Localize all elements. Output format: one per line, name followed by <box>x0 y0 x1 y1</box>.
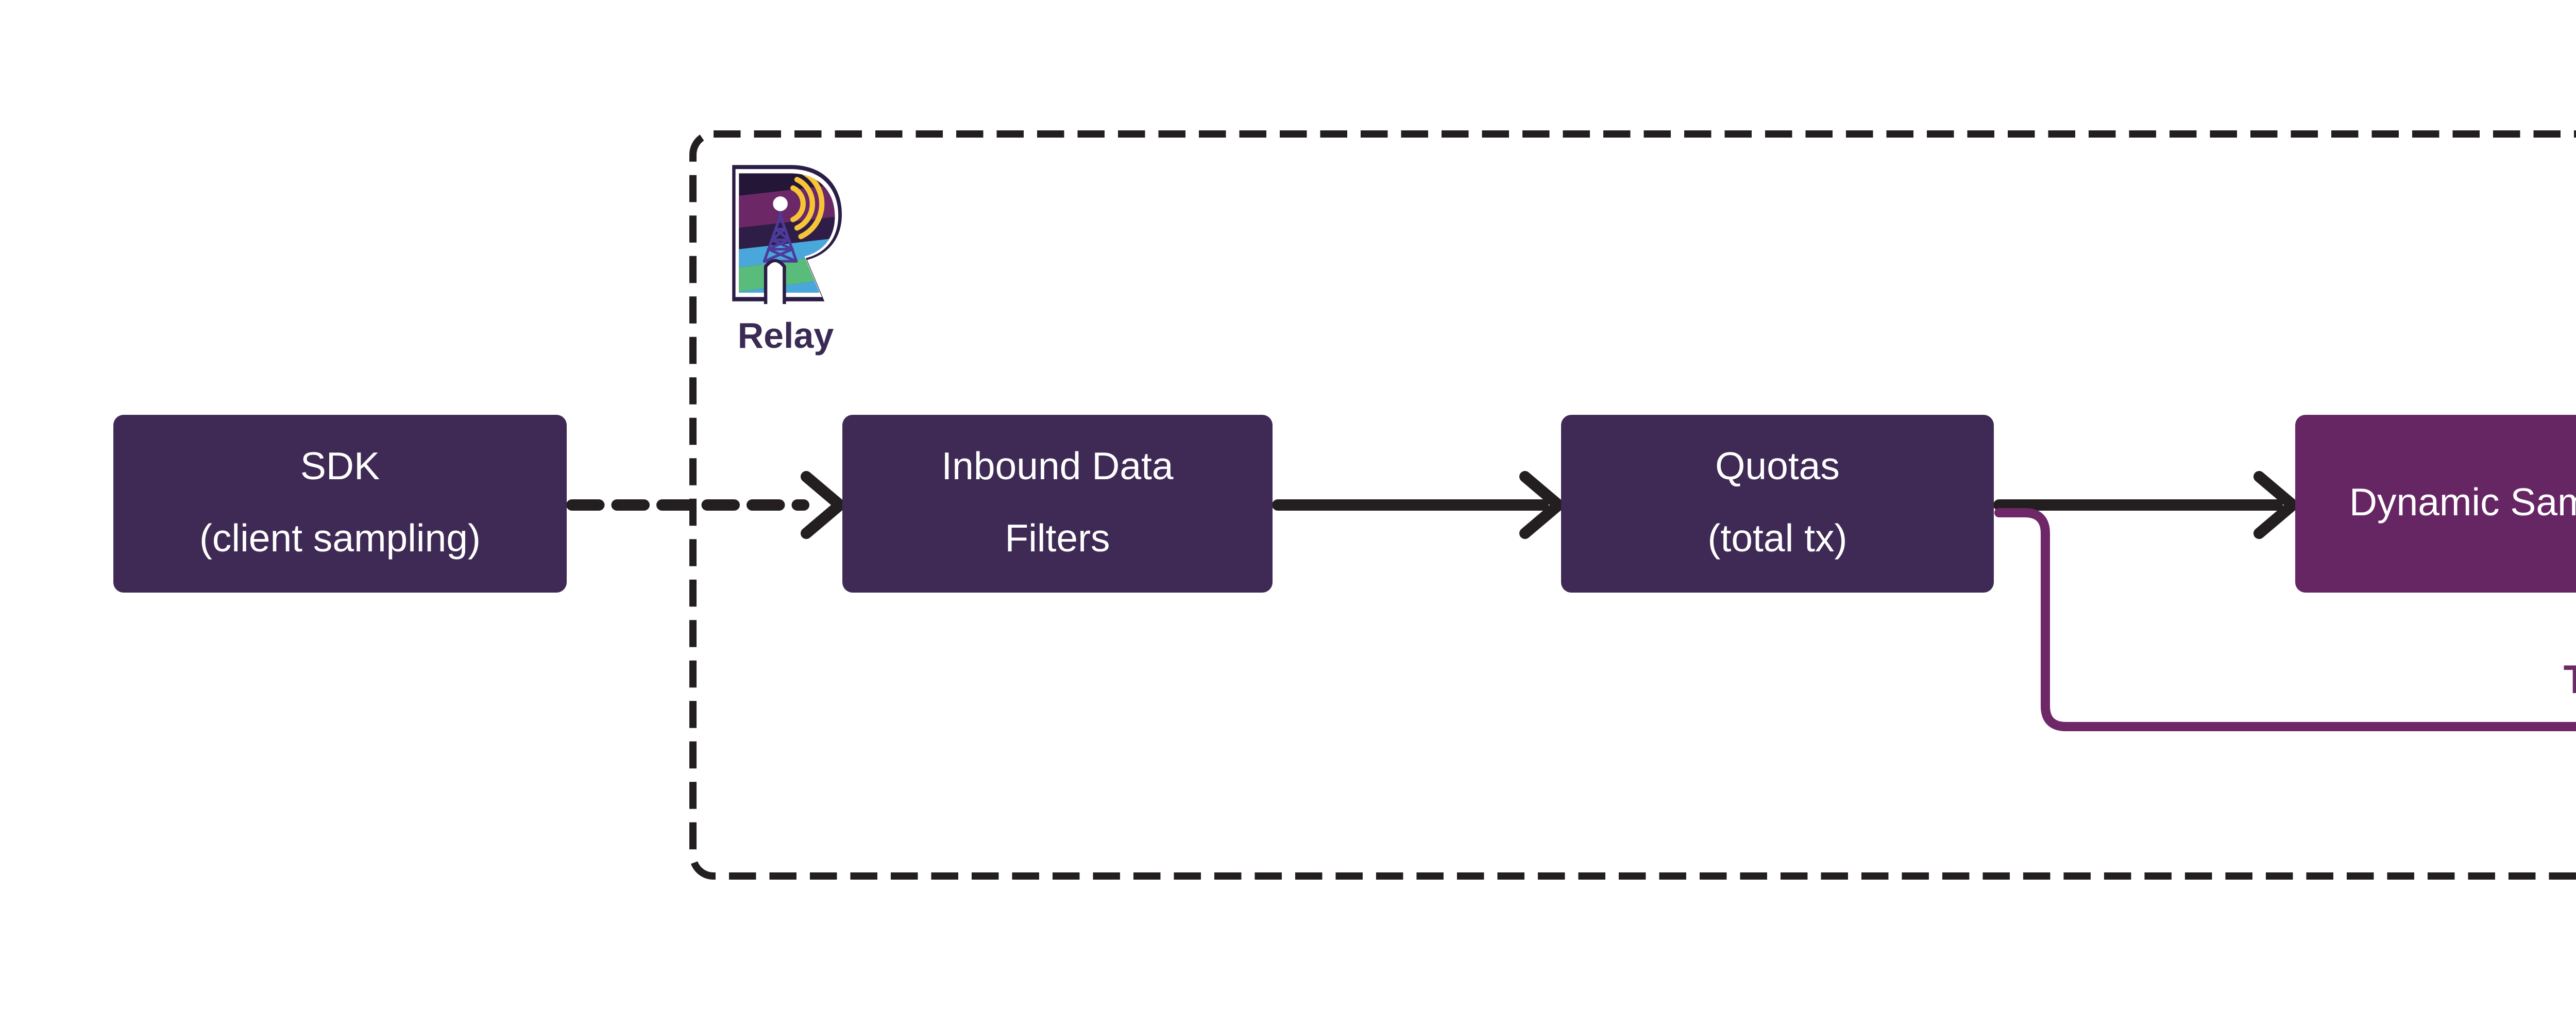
node-inbound-data-filters: Inbound Data Filters <box>842 415 1273 593</box>
node-inbound-line1: Inbound Data <box>941 446 1174 490</box>
node-dynamic-line1: Dynamic Sampling <box>2349 482 2576 526</box>
node-sdk-line1: SDK <box>300 446 380 490</box>
relay-label: Relay <box>737 314 834 356</box>
relay-logo-icon <box>732 165 842 304</box>
node-quotas-line2: (total tx) <box>1707 518 1848 562</box>
node-quotas-line1: Quotas <box>1715 446 1840 490</box>
node-quotas: Quotas (total tx) <box>1561 415 1994 593</box>
edge-quotas-to-dynamic <box>1993 471 2298 539</box>
edge-sdk-to-inbound <box>566 471 845 539</box>
metrics-edge-label: Total Transactions (aka metrics) <box>2481 660 2576 706</box>
edge-quotas-to-sentry-metrics <box>1994 508 2576 731</box>
node-dynamic-sampling: Dynamic Sampling <box>2295 415 2576 593</box>
node-inbound-line2: Filters <box>1005 518 1110 562</box>
node-sdk-line2: (client sampling) <box>199 518 481 562</box>
edge-inbound-to-quotas <box>1272 471 1564 539</box>
node-sdk: SDK (client sampling) <box>113 415 567 593</box>
